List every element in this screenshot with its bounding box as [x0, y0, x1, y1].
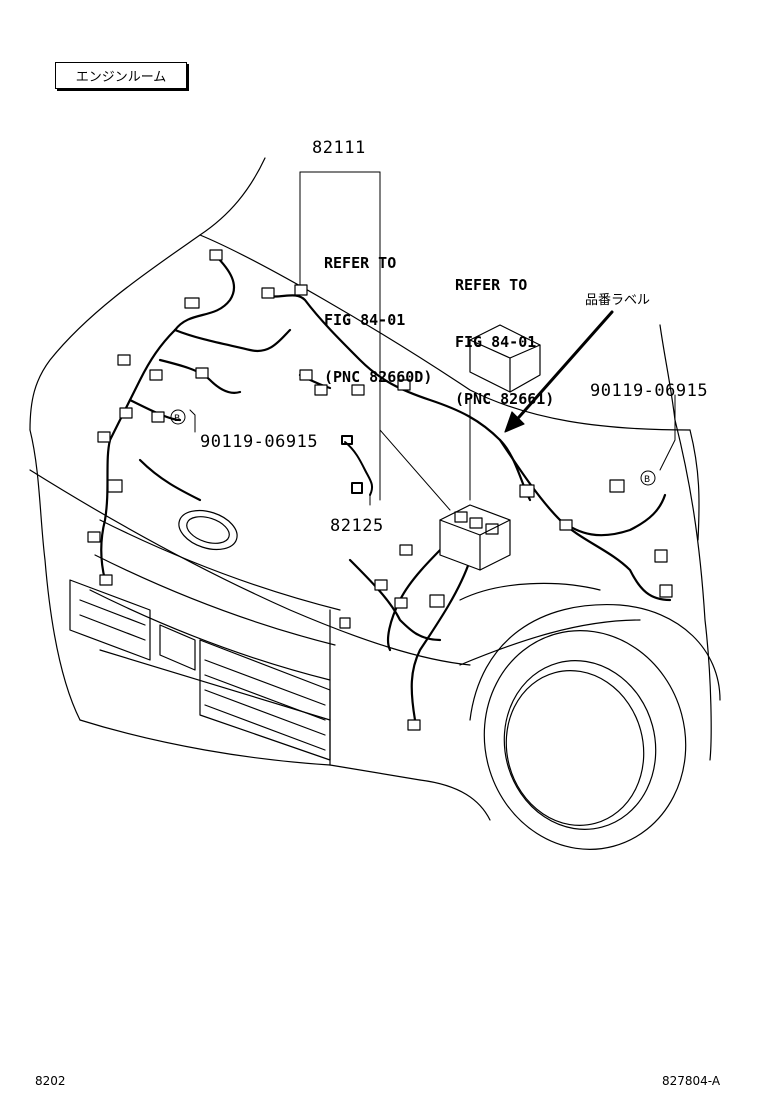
leader-lines	[189, 171, 676, 511]
reference-82660d: REFER TO FIG 84-01 (PNC 82660D)	[324, 216, 432, 406]
reference-82660d-line1: REFER TO	[324, 254, 397, 272]
footer-left-code: 8202	[35, 1074, 66, 1088]
section-label: エンジンルーム	[55, 62, 187, 89]
clip-marker-left: B	[174, 414, 180, 424]
part-number-82111: 82111	[312, 138, 366, 158]
part-number-clip-right: 90119-06915	[590, 381, 709, 401]
vehicle-body-outline	[29, 157, 712, 821]
fuse-box-cover	[469, 324, 541, 393]
main-harness-82111	[100, 253, 672, 722]
reference-82661-line2: FIG 84-01	[455, 333, 537, 351]
reference-82660d-line3: (PNC 82660D)	[324, 368, 433, 386]
reference-82661-line1: REFER TO	[455, 276, 528, 294]
connectors	[87, 249, 673, 731]
clip-marker-right: B	[644, 475, 650, 485]
wheel-outline	[469, 603, 721, 850]
clip-markers	[170, 409, 656, 486]
footer-right-code: 827804-A	[662, 1074, 721, 1088]
reference-82661: REFER TO FIG 84-01 (PNC 82661)	[455, 238, 554, 428]
label-arrow-head	[504, 411, 525, 433]
relay-block	[439, 504, 511, 571]
part-label-note: 品番ラベル	[585, 293, 651, 308]
label-arrow	[510, 310, 614, 427]
part-number-82125: 82125	[330, 516, 384, 536]
part-number-clip-left: 90119-06915	[200, 432, 319, 452]
reference-82660d-line2: FIG 84-01	[324, 311, 406, 329]
sub-harness-82125	[341, 435, 374, 496]
reference-82661-line3: (PNC 82661)	[455, 390, 555, 408]
